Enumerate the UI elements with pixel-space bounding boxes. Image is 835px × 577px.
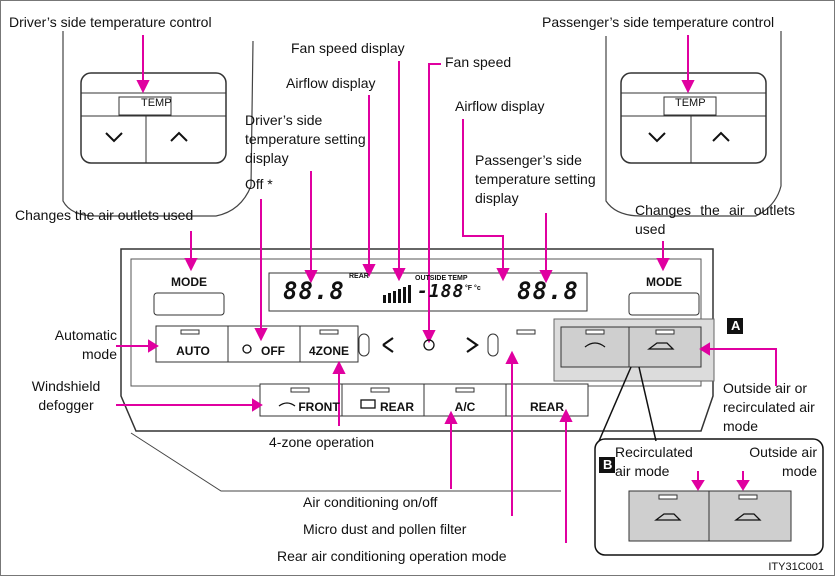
label-outside-air-mode: Outside air mode (749, 444, 817, 479)
fan-off-button[interactable]: OFF (261, 344, 285, 358)
mode-right-button[interactable]: MODE (646, 275, 682, 289)
label-changes-outlets-left: Changes the air outlets used (15, 207, 194, 223)
inset-b-tag: B (603, 457, 613, 472)
driver-temp-label: TEMP (141, 97, 172, 109)
rear-defogger-button[interactable]: REAR (379, 400, 414, 414)
front-defogger-button[interactable]: FRONT (298, 400, 340, 414)
label-windshield-defogger: Windshield defogger (31, 378, 101, 413)
label-automatic-mode: Automatic mode (54, 327, 117, 362)
rear-ac-button[interactable]: REAR (529, 400, 564, 414)
right-temp-readout: 88.8 (517, 277, 579, 305)
outside-temp-tag: OUTSIDE TEMP (415, 275, 468, 282)
four-zone-button[interactable]: 4ZONE (308, 344, 349, 358)
label-airflow-display-left: Airflow display (286, 75, 376, 91)
figure-code: ITY31C001 (768, 561, 824, 573)
fan-speed-bars-icon (383, 285, 411, 303)
mode-left-button[interactable]: MODE (171, 275, 207, 289)
label-passenger-temp-control: Passenger’s side temperature control (542, 14, 775, 30)
label-airflow-display-right: Airflow display (455, 98, 545, 114)
label-changes-outlets-right: Changes the air outlets used (635, 202, 795, 237)
lcd-display: 88.8 REAR OUTSIDE TEMP -188 °F °c 88.8 (267, 271, 587, 313)
rear-tag: REAR (349, 273, 369, 280)
passenger-temp-knob (605, 31, 782, 217)
label-four-zone-operation: 4-zone operation (269, 434, 375, 450)
label-driver-temp-control: Driver’s side temperature control (9, 14, 212, 30)
left-temp-readout: 88.8 (283, 277, 345, 305)
label-recirculated-mode: Recirculated air mode (615, 444, 693, 479)
passenger-temp-label: TEMP (675, 97, 706, 109)
label-air-conditioning: Air conditioning on/off (303, 494, 438, 510)
driver-temp-knob (62, 31, 254, 217)
auto-button[interactable]: AUTO (176, 344, 210, 358)
outside-temp-readout: -188 (417, 281, 465, 302)
label-passenger-temp-setting-display: Passenger’s side temperature setting dis… (475, 152, 596, 206)
label-off-note: Off * (245, 176, 273, 192)
label-driver-temp-setting-display: Driver’s side temperature setting displa… (245, 112, 366, 166)
outside-temp-units: °F °c (465, 285, 481, 292)
label-fan-speed: Fan speed (445, 54, 512, 70)
label-micro-dust-filter: Micro dust and pollen filter (303, 521, 467, 537)
label-fan-speed-display: Fan speed display (291, 40, 405, 56)
label-rear-ac-mode: Rear air conditioning operation mode (277, 548, 507, 564)
ac-button[interactable]: A/C (454, 400, 476, 414)
inset-a-tag: A (731, 318, 741, 333)
label-outside-or-recirc: Outside air or recirculated air mode (723, 380, 815, 434)
